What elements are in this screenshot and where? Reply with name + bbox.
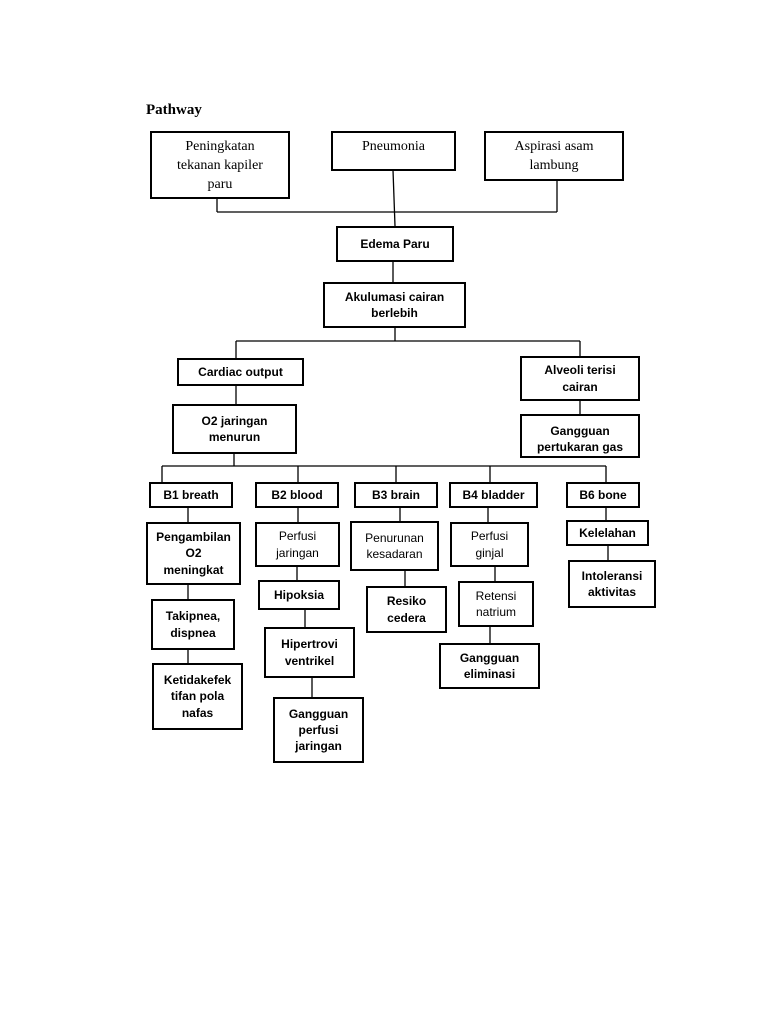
page-title: Pathway xyxy=(146,102,202,118)
node-label: Intoleransi aktivitas xyxy=(581,568,643,599)
node-perfusi-ginjal: Perfusi ginjal xyxy=(450,522,529,567)
node-b2-blood: B2 blood xyxy=(255,482,339,508)
node-label: Retensi natrium xyxy=(475,588,517,619)
node-aspirasi-asam-lambung: Aspirasi asam lambung xyxy=(484,131,624,181)
node-label: Ketidakefek tifan pola nafas xyxy=(163,673,232,720)
node-label: Takipnea, dispnea xyxy=(165,609,221,640)
node-peningkatan-tekanan-kapiler: Peningkatan tekanan kapiler paru xyxy=(150,131,290,199)
node-label: Cardiac output xyxy=(198,364,283,379)
node-label: O2 jaringan menurun xyxy=(201,413,268,444)
node-label: Akulumasi cairan berlebih xyxy=(344,289,445,320)
node-b4-bladder: B4 bladder xyxy=(449,482,538,508)
node-b1-breath: B1 breath xyxy=(149,482,233,508)
node-pengambilan-o2: Pengambilan O2 meningkat xyxy=(146,522,241,585)
node-intoleransi-aktivitas: Intoleransi aktivitas xyxy=(568,560,656,608)
node-akumulasi-cairan: Akulumasi cairan berlebih xyxy=(323,282,466,328)
node-label: Peningkatan tekanan kapiler paru xyxy=(177,139,263,192)
node-label: B1 breath xyxy=(163,487,219,502)
node-label: Perfusi jaringan xyxy=(276,529,319,560)
node-label: Hipertrovi ventrikel xyxy=(281,637,338,668)
node-o2-jaringan-menurun: O2 jaringan menurun xyxy=(172,404,297,454)
node-label: Alveoli terisi cairan xyxy=(544,363,616,394)
node-pneumonia: Pneumonia xyxy=(331,131,456,171)
node-hipertrovi-ventrikel: Hipertrovi ventrikel xyxy=(264,627,355,678)
node-label: B2 blood xyxy=(271,487,323,502)
node-takipnea-dispnea: Takipnea, dispnea xyxy=(151,599,235,650)
node-penurunan-kesadaran: Penurunan kesadaran xyxy=(350,521,439,571)
node-kelelahan: Kelelahan xyxy=(566,520,649,546)
node-label: B4 bladder xyxy=(462,487,525,502)
node-gangguan-perfusi-jaringan: Gangguan perfusi jaringan xyxy=(273,697,364,763)
node-label: Hipoksia xyxy=(273,587,324,602)
node-resiko-cedera: Resiko cedera xyxy=(366,586,447,633)
node-cardiac-output: Cardiac output xyxy=(177,358,304,386)
node-gangguan-eliminasi: Gangguan eliminasi xyxy=(439,643,540,689)
node-b3-brain: B3 brain xyxy=(354,482,438,508)
node-label: Pengambilan O2 meningkat xyxy=(156,530,231,577)
node-label: Gangguan eliminasi xyxy=(459,650,520,681)
node-label: Gangguan perfusi jaringan xyxy=(288,706,349,754)
node-label: B6 bone xyxy=(579,487,627,502)
node-label: Resiko cedera xyxy=(386,594,427,625)
node-hipoksia: Hipoksia xyxy=(258,580,340,610)
node-alveoli-terisi-cairan: Alveoli terisi cairan xyxy=(520,356,640,401)
node-ketidakefektifan-pola-nafas: Ketidakefek tifan pola nafas xyxy=(152,663,243,730)
node-label: Penurunan kesadaran xyxy=(365,530,424,561)
node-retensi-natrium: Retensi natrium xyxy=(458,581,534,627)
node-label: B3 brain xyxy=(371,487,420,502)
node-gangguan-pertukaran-gas: Gangguan pertukaran gas xyxy=(520,414,640,458)
node-perfusi-jaringan: Perfusi jaringan xyxy=(255,522,340,567)
node-label: Perfusi ginjal xyxy=(470,529,509,560)
node-edema-paru: Edema Paru xyxy=(336,226,454,262)
node-b6-bone: B6 bone xyxy=(566,482,640,508)
node-label: Aspirasi asam lambung xyxy=(514,139,594,173)
node-label: Edema Paru xyxy=(360,236,430,251)
node-label: Kelelahan xyxy=(579,525,636,540)
node-label: Gangguan pertukaran gas xyxy=(536,424,624,455)
node-label: Pneumonia xyxy=(362,139,425,154)
